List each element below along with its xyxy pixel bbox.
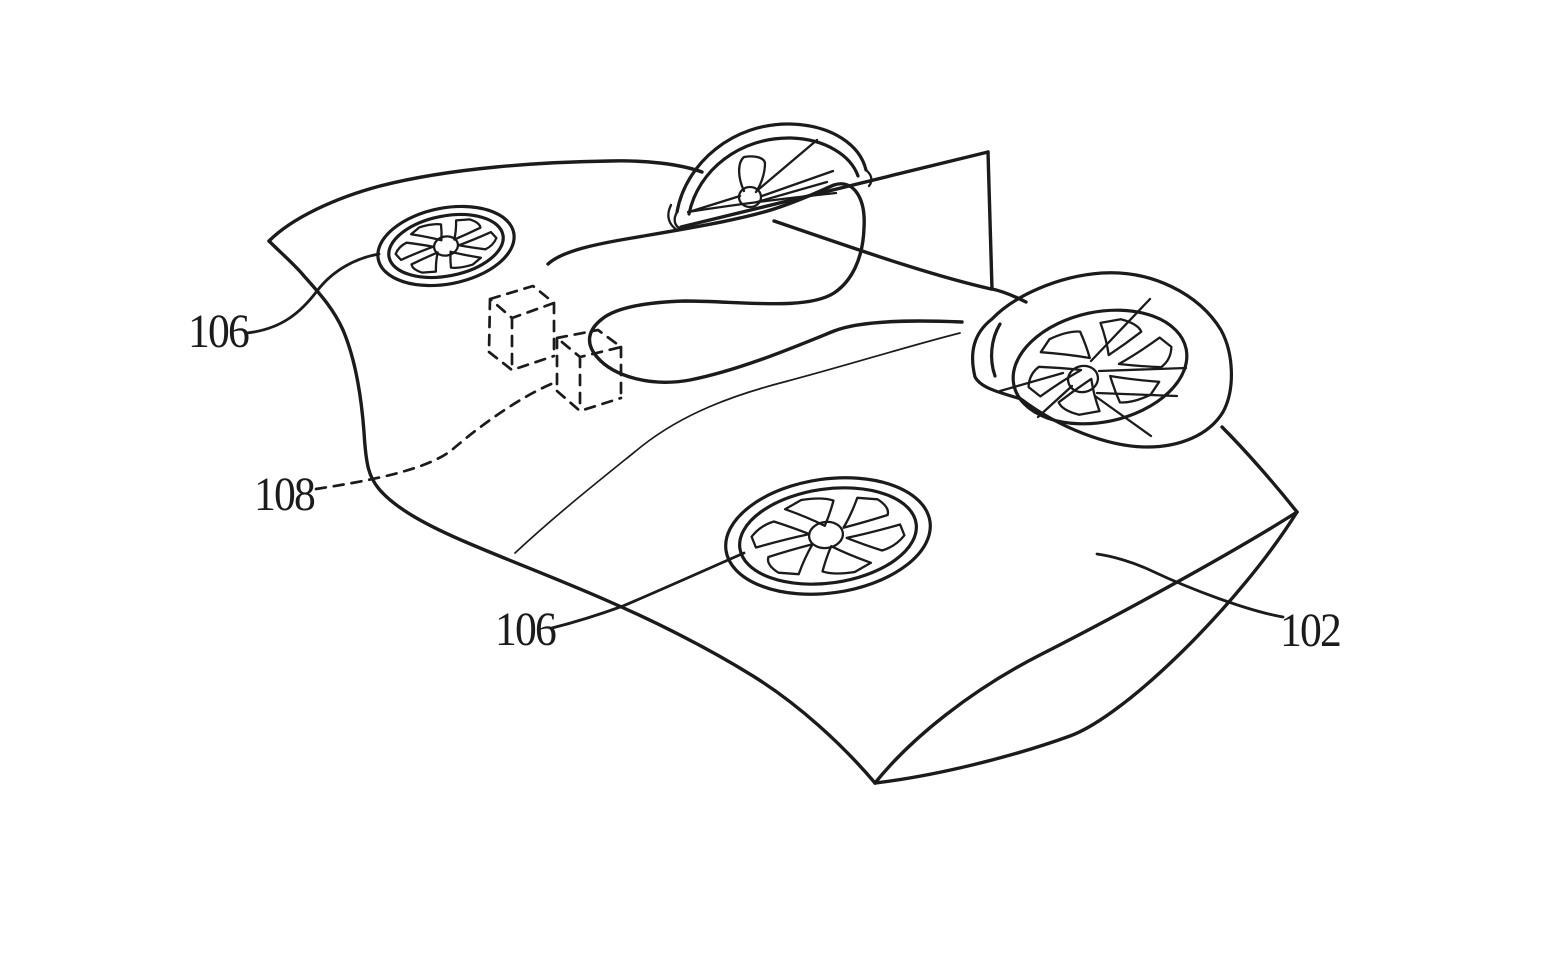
stator-line xyxy=(1093,394,1153,438)
rear-edge-upper xyxy=(873,510,1299,785)
reference-labels: 106 108 106 102 xyxy=(188,305,1342,657)
vertical-fin xyxy=(986,150,1028,304)
lift-fan-right-blade xyxy=(1109,374,1161,404)
spoke xyxy=(690,194,742,213)
lift-fan-top-left-blade xyxy=(453,218,482,241)
lift-fan-bottom xyxy=(724,476,932,596)
airframe-outline xyxy=(267,150,1299,785)
lift-fan-bottom-blade xyxy=(842,496,890,529)
center-rotor-left-lip xyxy=(667,203,683,232)
leader-108 xyxy=(314,380,558,491)
ref-label-106-bottom: 106 xyxy=(495,603,556,656)
ink-layer: 106 108 106 102 xyxy=(188,122,1342,785)
spoke xyxy=(760,169,835,198)
duct-stator-lines xyxy=(998,297,1188,438)
center-rotor-spokes xyxy=(690,138,835,213)
duct-outer-shell xyxy=(971,271,1233,449)
lift-fan-top-left-blade xyxy=(409,223,443,242)
lift-fan-top-left xyxy=(376,204,516,288)
lift-fan-top-left-blade xyxy=(457,230,498,251)
lift-fan-bottom-blade xyxy=(783,497,835,527)
center-rotor-blade xyxy=(737,155,767,194)
stator-line xyxy=(1036,384,1074,419)
lift-fan-bottom-hub xyxy=(807,520,845,550)
lift-fan-top-left-outer-rim xyxy=(376,204,516,288)
surface-crease-line xyxy=(514,332,961,554)
dorsal-ridge-line xyxy=(679,150,990,229)
lift-fan-top-left-inner-rim xyxy=(387,212,505,280)
center-rotor-inner-rim xyxy=(687,136,860,216)
lift-fan-right xyxy=(1011,308,1189,426)
leader-106-bottom xyxy=(550,551,746,630)
lift-fan-bottom-blade xyxy=(766,543,814,576)
lift-fan-center xyxy=(667,122,873,232)
left-lower-edge xyxy=(267,239,877,785)
lift-fan-right-blade xyxy=(1117,336,1173,369)
center-rotor-outer-rim xyxy=(675,122,868,214)
lift-fan-right-duct xyxy=(971,271,1233,449)
top-edge-to-fin xyxy=(772,219,993,291)
ref-label-108: 108 xyxy=(254,468,315,521)
generated-fans xyxy=(376,204,1189,596)
stator-line xyxy=(1097,366,1188,373)
ref-label-102: 102 xyxy=(1280,604,1340,657)
lift-fan-bottom-outer-rim xyxy=(724,476,932,596)
stator-line xyxy=(998,371,1065,393)
spoke xyxy=(757,138,819,191)
canopy-s-curve xyxy=(546,182,964,384)
center-rotor-right-lip xyxy=(864,168,873,188)
cargo-boxes xyxy=(487,284,623,413)
leader-106-left xyxy=(245,252,381,335)
lift-fan-bottom-blade xyxy=(845,523,906,552)
lift-fan-top-left-blade xyxy=(410,251,439,274)
duct-lip xyxy=(989,322,1002,378)
lift-fan-top-left-blade xyxy=(449,250,483,269)
stator-line xyxy=(1089,297,1152,363)
lift-fan-right-blade xyxy=(1057,377,1101,416)
lift-fan-top-left-blade xyxy=(394,241,435,262)
cargo-box-right xyxy=(555,328,623,413)
wing-leading-edge xyxy=(267,159,704,243)
cargo-box-left xyxy=(487,284,556,372)
leader-102 xyxy=(1095,552,1285,619)
fin-trailing-edge xyxy=(986,150,994,291)
lift-fan-bottom-blade xyxy=(750,520,811,549)
lift-fan-bottom-blade xyxy=(821,545,873,575)
rear-edge-lower xyxy=(873,510,1299,785)
lift-fan-right-inner-rim xyxy=(1011,308,1189,426)
spoke xyxy=(755,180,829,204)
lift-fan-right-blade xyxy=(1039,330,1091,360)
fin-foot xyxy=(990,287,1028,304)
lift-fan-top-left-hub xyxy=(432,235,460,257)
ref-label-106-left: 106 xyxy=(188,305,249,358)
lift-fan-right-blade xyxy=(1027,365,1083,398)
center-rotor-base xyxy=(686,191,838,214)
leader-lines xyxy=(245,252,1285,630)
lift-fan-bottom-inner-rim xyxy=(738,486,918,586)
right-leading-edge xyxy=(1220,425,1299,514)
lift-fan-right-hub xyxy=(1066,364,1100,394)
lift-fan-right-blade xyxy=(1099,318,1143,357)
